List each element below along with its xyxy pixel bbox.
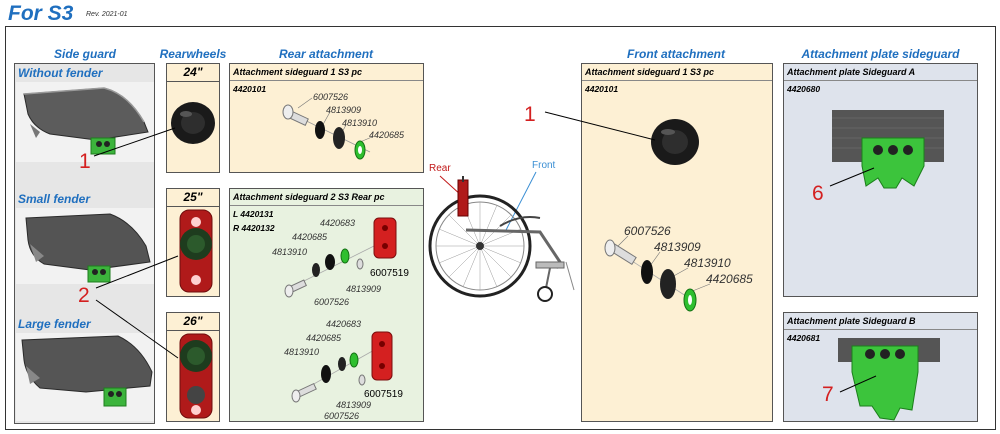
rear-attachment-1-title: Attachment sideguard 1 S3 pc [230, 64, 423, 81]
front-cap-image [651, 119, 699, 165]
callout-1-front: 1 [524, 103, 536, 126]
callout-2-sideguard: 2 [78, 284, 90, 307]
rear2-lower-part-4813910: 4813910 [284, 347, 320, 357]
heading-rear-attachment: Rear attachment [278, 47, 374, 61]
rearwheel-26-label: 26" [167, 313, 219, 331]
sideguard-without-fender-image [16, 82, 154, 162]
label-without-fender: Without fender [18, 66, 103, 80]
sideguard-large-fender-image [16, 333, 154, 421]
rear2-upper-assembly [284, 217, 397, 298]
rear2-upper-part-4813910: 4813910 [272, 247, 308, 257]
rearwheel-24-cap-image [171, 102, 215, 144]
label-small-fender: Small fender [18, 192, 91, 206]
rear2-upper-part-4420685: 4420685 [292, 232, 328, 242]
rearwheel-24-label: 24" [167, 64, 219, 82]
heading-side-guard: Side guard [53, 47, 116, 61]
rear2-lower-part-6007526: 6007526 [324, 411, 360, 421]
plate-b-title: Attachment plate Sideguard B [784, 313, 977, 330]
rear2-lower-assembly [291, 331, 393, 403]
rear1-part-4420685: 4420685 [369, 130, 405, 140]
wheelchair-front-label: Front [532, 160, 556, 171]
rear2-upper-part-6007519: 6007519 [370, 268, 409, 279]
front-part-6007526: 6007526 [624, 224, 671, 238]
front-part-4813910: 4813910 [684, 256, 731, 270]
revision-label: Rev. 2021-01 [86, 11, 128, 18]
rear-attachment-2-code-left: L 4420131 [233, 209, 274, 219]
rearwheel-26-bracket-image [179, 333, 213, 419]
rear1-part-6007526: 6007526 [313, 92, 349, 102]
rear-attachment-2-title: Attachment sideguard 2 S3 Rear pc [230, 189, 423, 206]
wheelchair-rear-label: Rear [429, 163, 451, 174]
plate-a-title: Attachment plate Sideguard A [784, 64, 977, 81]
heading-front-attachment: Front attachment [626, 47, 725, 61]
rear2-upper-part-4420683: 4420683 [320, 218, 356, 228]
rearwheel-25-bracket-image [179, 209, 213, 293]
callout-7-plate-b: 7 [822, 383, 834, 406]
heading-rearwheels: Rearwheels [159, 47, 227, 61]
diagram-frame [5, 26, 996, 430]
rear2-lower-part-4420683: 4420683 [326, 319, 362, 329]
rear-attachment-2-code-right: R 4420132 [233, 223, 275, 233]
page-title: For S3 [8, 2, 74, 25]
label-large-fender: Large fender [18, 317, 91, 331]
rear2-lower-part-4420685: 4420685 [306, 333, 342, 343]
plate-b-code: 4420681 [787, 333, 821, 343]
front-part-4813909: 4813909 [654, 240, 701, 254]
rear2-upper-part-4813909: 4813909 [346, 284, 382, 294]
rear-attachment-1-code: 4420101 [233, 84, 267, 94]
rear1-part-4813909: 4813909 [326, 105, 362, 115]
callout-1-sideguard: 1 [79, 150, 91, 173]
rear1-part-4813910: 4813910 [342, 118, 378, 128]
front-part-4420685: 4420685 [706, 272, 753, 286]
callout-6-plate-a: 6 [812, 182, 824, 205]
rearwheel-25-label: 25" [167, 189, 219, 207]
heading-attachment-plate: Attachment plate sideguard [801, 47, 960, 61]
front-attachment-title: Attachment sideguard 1 S3 pc [582, 64, 772, 81]
sideguard-small-fender-image [16, 208, 154, 284]
rear2-lower-part-6007519: 6007519 [364, 389, 403, 400]
plate-a-code: 4420680 [787, 84, 821, 94]
rear2-lower-part-4813909: 4813909 [336, 400, 372, 410]
front-attachment-code: 4420101 [585, 84, 619, 94]
rear2-upper-part-6007526: 6007526 [314, 297, 350, 307]
